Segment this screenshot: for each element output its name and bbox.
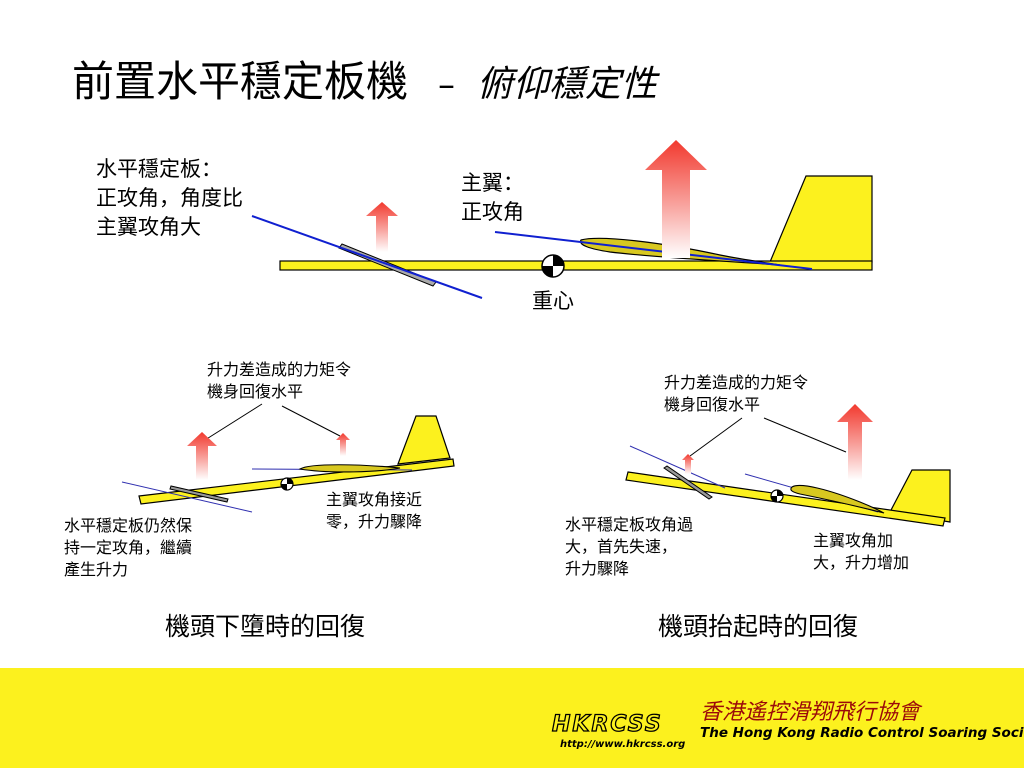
left-glider <box>121 403 455 513</box>
top-wing-label: 主翼： 正攻角 <box>461 171 524 224</box>
left-wing-label: 主翼攻角接近 零，升力驟降 <box>326 490 423 531</box>
lift-arrow-icon <box>187 432 217 480</box>
left-moment-label: 升力差造成的力矩令 機身回復水平 <box>207 360 352 401</box>
left-leader-to-wing <box>281 405 341 437</box>
top-glider <box>251 175 873 299</box>
top-tail-label: 水平穩定板： 正攻角，角度比 主翼攻角大 <box>96 157 243 239</box>
center-of-gravity-icon <box>541 254 565 278</box>
right-wing-label: 主翼攻角加 大，升力增加 <box>813 531 910 572</box>
right-glider <box>625 417 951 527</box>
left-stab-chord-line <box>121 481 253 513</box>
left-caption: 機頭下墮時的回復 <box>165 612 366 641</box>
top-fin <box>769 175 873 263</box>
top-stab-chord-line <box>251 215 483 299</box>
footer-name-english: The Hong Kong Radio Control Soaring Soci… <box>700 725 1024 741</box>
right-main-wing <box>790 484 885 514</box>
title-subtitle: 俯仰穩定性 <box>477 64 658 105</box>
top-wing-chord-line <box>494 231 813 270</box>
title-dash: – <box>438 65 456 105</box>
right-leader-to-tail <box>689 417 743 457</box>
left-tail-label: 水平穩定板仍然保 持一定攻角，繼續 產生升力 <box>64 516 193 579</box>
top-fuselage <box>279 260 873 271</box>
pitch-stability-diagram <box>121 140 951 527</box>
footer-url-link[interactable]: http://www.hkrcss.org <box>560 739 686 750</box>
right-moment-label: 升力差造成的力矩令 機身回復水平 <box>664 373 809 414</box>
right-tail-label: 水平穩定板攻角過 大，首先失速， 升力驟降 <box>565 515 694 578</box>
lift-arrow-icon <box>336 433 350 456</box>
right-stabilizer <box>663 465 713 500</box>
page-title: 前置水平穩定板機–俯仰穩定性 <box>72 52 657 115</box>
footer-bar <box>0 668 1024 768</box>
right-stab-chord-line <box>629 445 726 489</box>
lift-arrow-icon <box>366 202 398 252</box>
left-stabilizer <box>169 485 229 503</box>
title-main: 前置水平穩定板機 <box>72 57 409 106</box>
footer-name-chinese: 香港遙控滑翔飛行協會 <box>700 700 921 725</box>
right-leader-to-wing <box>763 417 847 453</box>
cg-label: 重心 <box>532 289 574 313</box>
left-fin <box>397 415 451 465</box>
center-of-gravity-icon <box>770 489 784 503</box>
right-caption: 機頭抬起時的回復 <box>658 612 859 641</box>
lift-arrow-icon <box>645 140 707 258</box>
center-of-gravity-icon <box>280 477 294 491</box>
lift-arrow-icon <box>837 404 873 480</box>
left-leader-to-tail <box>204 403 263 441</box>
left-main-wing <box>298 464 401 473</box>
lift-arrow-icon <box>682 454 694 474</box>
footer-logo-text: HKRCSS <box>551 711 663 737</box>
